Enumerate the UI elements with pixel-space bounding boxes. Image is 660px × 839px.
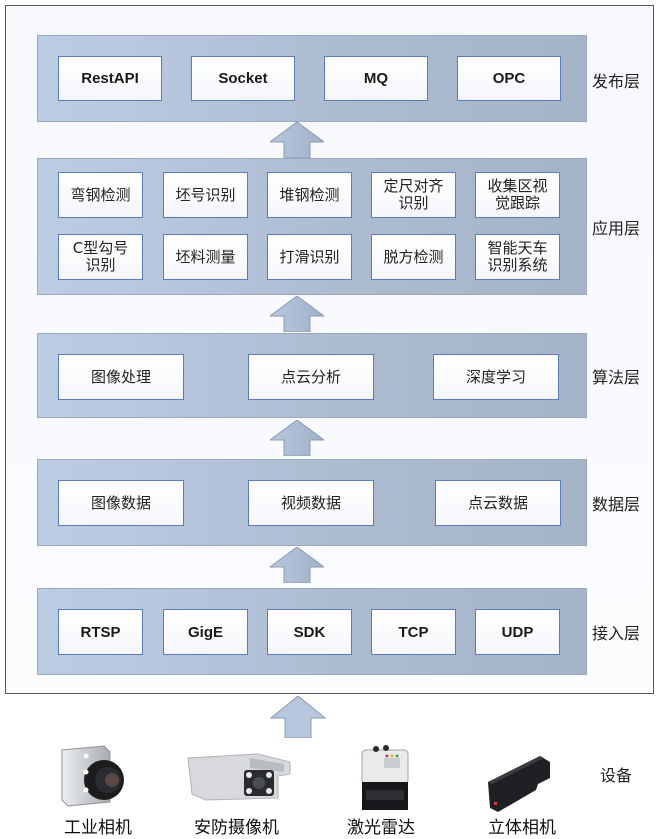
stereo-camera-icon	[488, 756, 550, 812]
data-layer-label: 数据层	[592, 495, 641, 514]
algo-item-point-cloud-analysis: 点云分析	[248, 354, 374, 400]
app-item-billet-id: 坯号识别	[163, 172, 248, 218]
app-item-collect-tracking: 收集区视 觉跟踪	[475, 172, 560, 218]
access-layer-band: RTSP GigE SDK TCP UDP	[37, 588, 587, 675]
device-label-security-camera: 安防摄像机	[194, 818, 279, 838]
publish-layer-label: 发布层	[592, 72, 641, 91]
data-layer-band: 图像数据 视频数据 点云数据	[37, 459, 587, 546]
algo-item-deep-learning: 深度学习	[433, 354, 559, 400]
up-arrow-icon	[270, 547, 324, 583]
publish-item-restapi: RestAPI	[58, 56, 162, 101]
publish-item-opc: OPC	[457, 56, 561, 101]
up-arrow-icon	[270, 122, 324, 158]
publish-item-mq: MQ	[324, 56, 428, 101]
lidar-icon	[361, 745, 409, 810]
app-item-smart-crane: 智能天车 识别系统	[475, 234, 560, 280]
access-item-udp: UDP	[475, 609, 560, 655]
publish-item-socket: Socket	[191, 56, 295, 101]
app-item-c-hook-id: C型勾号 识别	[58, 234, 143, 280]
application-layer-label: 应用层	[592, 219, 641, 238]
app-item-slip-detect: 打滑识别	[267, 234, 352, 280]
device-label-stereo-camera: 立体相机	[488, 818, 556, 838]
app-item-billet-measure: 坯料测量	[163, 234, 248, 280]
app-item-length-align: 定尺对齐 识别	[371, 172, 456, 218]
security-camera-icon	[187, 753, 291, 801]
data-item-point-cloud-data: 点云数据	[435, 480, 561, 526]
industrial-camera-icon	[61, 745, 124, 807]
up-arrow-icon	[270, 420, 324, 456]
up-arrow-icon	[270, 696, 326, 738]
access-item-tcp: TCP	[371, 609, 456, 655]
access-item-gige: GigE	[163, 609, 248, 655]
data-item-image-data: 图像数据	[58, 480, 184, 526]
algorithm-layer-label: 算法层	[592, 368, 641, 387]
device-label-industrial-camera: 工业相机	[64, 818, 132, 838]
algo-item-image-processing: 图像处理	[58, 354, 184, 400]
publish-layer-band: RestAPI Socket MQ OPC	[37, 35, 587, 122]
data-item-video-data: 视频数据	[248, 480, 374, 526]
app-item-off-square: 脱方检测	[371, 234, 456, 280]
access-item-rtsp: RTSP	[58, 609, 143, 655]
device-label-lidar: 激光雷达	[347, 818, 415, 838]
app-item-steel-pileup: 堆钢检测	[267, 172, 352, 218]
up-arrow-icon	[270, 296, 324, 332]
app-item-bent-steel: 弯钢检测	[58, 172, 143, 218]
access-item-sdk: SDK	[267, 609, 352, 655]
devices-layer-label: 设备	[600, 766, 633, 785]
application-layer-band: 弯钢检测 坯号识别 堆钢检测 定尺对齐 识别 收集区视 觉跟踪 C型勾号 识别 …	[37, 158, 587, 295]
access-layer-label: 接入层	[592, 624, 641, 643]
algorithm-layer-band: 图像处理 点云分析 深度学习	[37, 333, 587, 418]
